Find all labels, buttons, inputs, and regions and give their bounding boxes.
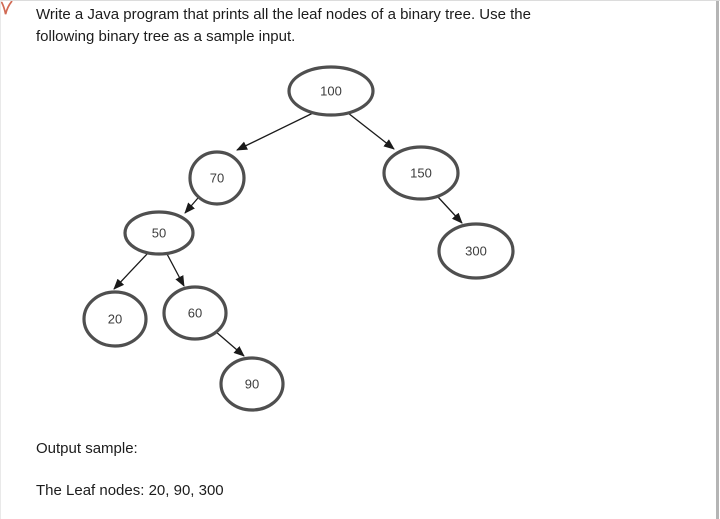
tree-node-label: 60 <box>188 306 202 321</box>
tree-node-50: 50 <box>123 210 195 256</box>
tree-node-label: 70 <box>210 171 224 186</box>
tree-node-ellipse <box>287 65 375 117</box>
leaf-nodes-output: The Leaf nodes: 20, 90, 300 <box>36 482 224 499</box>
tree-node-ellipse <box>162 285 228 341</box>
tree-edge-60-90 <box>214 330 245 357</box>
red-pen-stroke <box>1 1 13 15</box>
tree-edge-50-20 <box>113 252 149 290</box>
tree-edge-100-150 <box>347 112 395 150</box>
tree-node-ellipse <box>219 356 285 412</box>
tree-node-ellipse <box>188 150 246 206</box>
output-sample-label: Output sample: <box>36 440 138 457</box>
tree-node-label: 300 <box>465 244 487 259</box>
tree-edge-50-60 <box>166 253 185 287</box>
tree-edge-100-70 <box>236 112 314 151</box>
tree-node-label: 90 <box>245 377 259 392</box>
tree-edge-150-300 <box>437 196 463 224</box>
tree-node-label: 150 <box>410 166 432 181</box>
tree-node-label: 50 <box>152 226 166 241</box>
tree-node-150: 150 <box>382 145 460 201</box>
question-line-1: Write a Java program that prints all the… <box>36 6 531 23</box>
tree-node-label: 100 <box>320 84 342 99</box>
tree-node-90: 90 <box>219 356 285 412</box>
tree-node-60: 60 <box>162 285 228 341</box>
page-edge-line <box>716 1 719 519</box>
tree-node-ellipse <box>123 210 195 256</box>
question-text: Write a Java program that prints all the… <box>36 4 676 48</box>
tree-node-ellipse <box>82 290 148 348</box>
red-pen-mark <box>1 1 13 15</box>
tree-node-20: 20 <box>82 290 148 348</box>
tree-node-label: 20 <box>108 312 122 327</box>
tree-edge-70-50 <box>184 197 199 214</box>
tree-node-70: 70 <box>188 150 246 206</box>
tree-node-300: 300 <box>437 222 515 280</box>
tree-node-ellipse <box>437 222 515 280</box>
question-line-2: following binary tree as a sample input. <box>36 28 296 45</box>
tree-node-100: 100 <box>287 65 375 117</box>
tree-node-ellipse <box>382 145 460 201</box>
